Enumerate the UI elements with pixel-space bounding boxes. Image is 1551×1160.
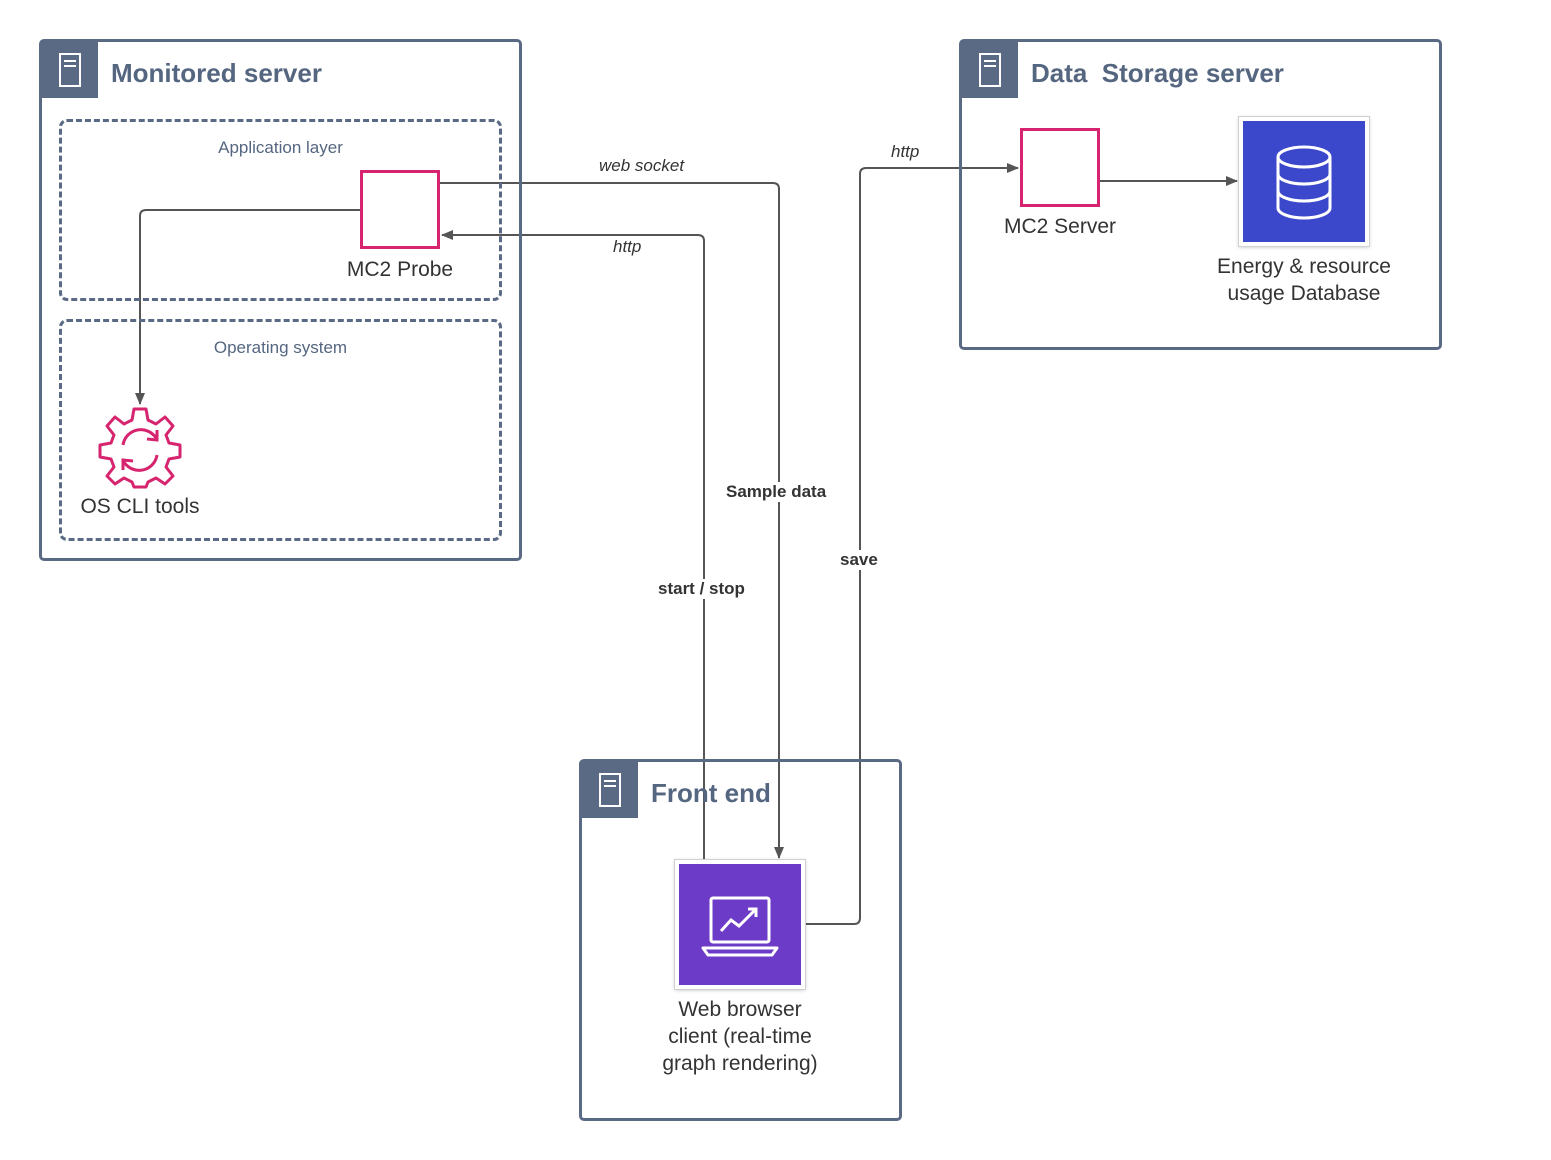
web-socket-label: web socket	[599, 156, 685, 175]
front-end-title: Front end	[651, 778, 771, 808]
start-stop-label: start / stop	[656, 579, 747, 599]
operating-system-label: Operating system	[213, 338, 348, 357]
storage-server-container: Data Storage server	[959, 39, 1442, 350]
monitored-server-title: Monitored server	[111, 58, 322, 88]
server-icon	[42, 42, 98, 98]
application-layer-label: Application layer	[218, 138, 343, 157]
os-cli-tools-label: OS CLI tools	[80, 495, 200, 518]
mc2-probe-node	[360, 170, 440, 249]
server-icon	[962, 42, 1018, 98]
database-label-line-1: Energy & resource	[1217, 255, 1391, 278]
monitored-server-container: Monitored server	[39, 39, 522, 561]
sample-data-connector	[440, 182, 784, 859]
probe-to-cli-connector	[135, 209, 360, 405]
gear-sync-icon	[98, 407, 182, 489]
front-end-container: Front end	[579, 759, 902, 1121]
save-connector	[804, 163, 1019, 925]
laptop-chart-icon	[701, 896, 779, 957]
start-stop-connector	[441, 230, 705, 860]
storage-server-title: Data Storage server	[1031, 58, 1284, 88]
web-browser-label-line-2: client (real-time	[668, 1025, 812, 1048]
database-icon	[1276, 145, 1332, 220]
mc2-probe-label: MC2 Probe	[346, 258, 454, 281]
save-label: save	[838, 550, 880, 570]
operating-system-container	[59, 319, 502, 541]
web-browser-label: Web browser client (real-time graph rend…	[620, 996, 860, 1077]
mc2-server-label: MC2 Server	[1003, 215, 1117, 238]
sample-data-label: Sample data	[724, 482, 829, 502]
web-browser-node	[675, 860, 805, 989]
server-icon	[582, 762, 638, 818]
database-label-line-2: usage Database	[1227, 282, 1381, 305]
database-label: Energy & resource usage Database	[1184, 253, 1424, 307]
database-node	[1239, 117, 1369, 246]
http-server-label: http	[891, 142, 920, 161]
application-layer-container	[59, 119, 502, 301]
mc2-server-node	[1020, 128, 1100, 207]
web-browser-label-line-3: graph rendering)	[662, 1052, 818, 1075]
http-probe-label: http	[613, 237, 642, 256]
web-browser-label-line-1: Web browser	[678, 998, 802, 1021]
